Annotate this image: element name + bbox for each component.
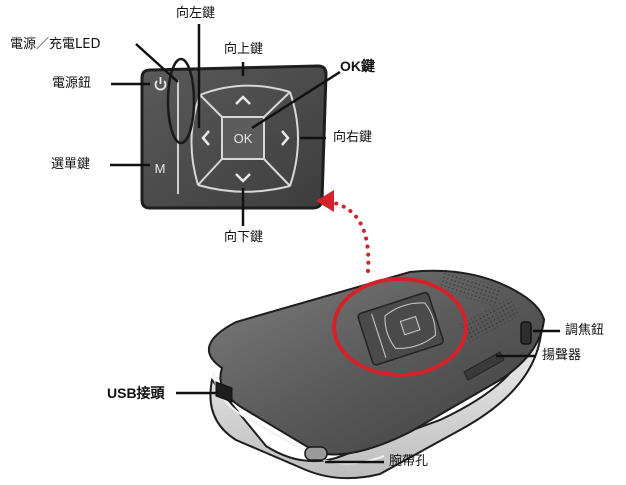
left-arrow-icon	[201, 130, 210, 146]
speaker-grille	[438, 269, 502, 307]
menu-key-text: M	[155, 161, 166, 176]
device-body	[207, 269, 546, 480]
usb-port	[215, 381, 233, 403]
keypad-enlarged: OK M	[140, 57, 328, 210]
leader-lines	[110, 24, 341, 226]
label-left-key: 向左鍵	[176, 6, 216, 21]
key-divider	[197, 158, 223, 186]
side-speaker	[463, 351, 505, 381]
label-focus-button: 調焦鈕	[565, 323, 605, 338]
label-strap-hole: 腕帶孔	[389, 454, 429, 469]
label-menu-key: 選單鍵	[51, 157, 91, 172]
label-down-key: 向下鍵	[224, 230, 264, 245]
key-divider	[263, 91, 291, 118]
label-ok-key: OK鍵	[340, 58, 375, 74]
ok-key-text: OK	[234, 131, 253, 146]
label-power-charge-led: 電源／充電LED	[10, 37, 101, 52]
key-divider	[190, 94, 201, 186]
label-power-button: 電源鈕	[52, 76, 92, 91]
arrow-head-icon	[316, 190, 334, 212]
label-speaker: 揚聲器	[542, 348, 582, 363]
zoom-arrow	[316, 190, 371, 273]
power-icon	[154, 77, 167, 91]
label-usb-connector: USB接頭	[107, 385, 165, 401]
key-divider	[199, 84, 291, 96]
label-up-key: 向上鍵	[224, 42, 264, 57]
led-highlight-ellipse	[166, 57, 196, 145]
leader-lines-bottom	[176, 329, 560, 464]
key-divider	[199, 94, 223, 118]
strap-hole	[304, 446, 328, 461]
keypad-highlight-circle	[332, 277, 468, 377]
right-arrow-icon	[281, 130, 290, 146]
focus-wheel	[520, 321, 532, 345]
key-divider	[263, 158, 291, 187]
label-right-key: 向右鍵	[333, 130, 373, 145]
speaker-grille	[460, 298, 520, 342]
down-arrow-icon	[235, 173, 251, 183]
up-arrow-icon	[235, 95, 251, 105]
keypad-small	[357, 291, 444, 366]
